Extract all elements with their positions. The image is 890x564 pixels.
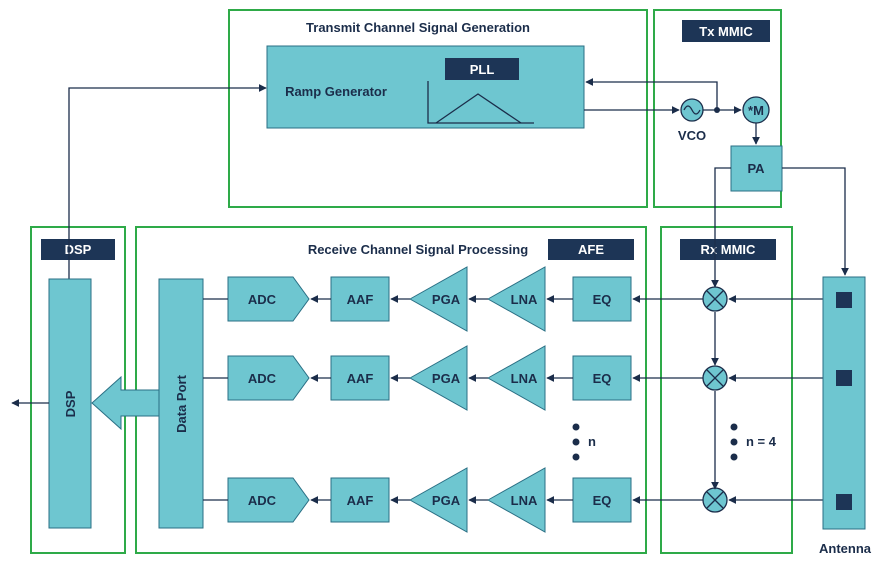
rx-mmic-frame [660, 226, 793, 554]
ramp-waveform-icon [427, 81, 534, 124]
mixers-n-label: n = 4 [746, 434, 777, 449]
receive-group-frame [135, 226, 647, 554]
transmit-group-frame [228, 9, 648, 208]
transmit-group-title: Transmit Channel Signal Generation [306, 20, 530, 35]
rx-mmic-label: Rx MMIC [701, 242, 757, 257]
lna-label: LNA [511, 292, 538, 307]
eq-label: EQ [593, 493, 612, 508]
ramp-triangle-icon [435, 93, 522, 124]
pa-label: PA [747, 161, 765, 176]
sine-wave-icon [683, 105, 701, 115]
pa-block [730, 145, 783, 192]
antenna-element-icon [836, 370, 852, 386]
channels-dot [572, 453, 580, 461]
dsp-block-label: DSP [63, 390, 78, 417]
dsp-tag-label: DSP [65, 242, 92, 257]
pga-label: PGA [432, 292, 461, 307]
lna-amplifier [486, 467, 546, 533]
adc-block [227, 477, 310, 523]
lna-label: LNA [511, 371, 538, 386]
tx-mmic-label: Tx MMIC [699, 24, 753, 39]
mixer-cross-icon [706, 290, 724, 308]
data-port-bus-arrow [91, 375, 160, 431]
pga-amplifier [408, 266, 468, 332]
mixer-cross-icon [706, 491, 724, 509]
afe-tag-label: AFE [578, 242, 604, 257]
pga-amplifier [408, 467, 468, 533]
aaf-block [330, 276, 390, 322]
lna-amplifier [486, 266, 546, 332]
adc-label: ADC [248, 493, 277, 508]
antenna-element-icon [836, 494, 852, 510]
pga-label: PGA [432, 371, 461, 386]
receive-group-title: Receive Channel Signal Processing [308, 242, 528, 257]
mixers-dot [730, 423, 738, 431]
rx-mmic-tag [680, 239, 776, 260]
antenna-array-block [822, 276, 866, 530]
dsp-tag [41, 239, 115, 260]
aaf-label: AAF [347, 371, 374, 386]
adc-label: ADC [248, 371, 277, 386]
pll-feedback-line [585, 78, 718, 110]
tx-mmic-tag [682, 20, 770, 42]
vco-label: VCO [678, 128, 706, 143]
multiplier-label: *M [748, 103, 764, 118]
eq-block [572, 477, 632, 523]
data-port-block [158, 278, 204, 529]
pll-label: PLL [470, 62, 495, 77]
adc-label: ADC [248, 292, 277, 307]
ramp-generator-block [266, 45, 585, 129]
pga-label: PGA [432, 493, 461, 508]
adc-block [227, 355, 310, 401]
ramp-generator-label: Ramp Generator [285, 84, 387, 99]
channels-n-label: n [588, 434, 596, 449]
mixers-dot [730, 438, 738, 446]
pa-to-antenna-line [782, 167, 849, 276]
eq-label: EQ [593, 292, 612, 307]
eq-label: EQ [593, 371, 612, 386]
lna-label: LNA [511, 493, 538, 508]
adc-block [227, 276, 310, 322]
mixer-cross-icon [706, 369, 724, 387]
lo-to-mixers-line [711, 167, 731, 288]
afe-tag [548, 239, 634, 260]
channels-dot [572, 438, 580, 446]
channels-dot [572, 423, 580, 431]
tx-mmic-frame [653, 9, 782, 208]
pll-tag [445, 58, 519, 80]
antenna-label: Antenna [819, 541, 872, 556]
aaf-block [330, 355, 390, 401]
lna-amplifier [486, 345, 546, 411]
antenna-element-icon [836, 292, 852, 308]
data-port-label: Data Port [174, 374, 189, 432]
aaf-label: AAF [347, 493, 374, 508]
mixers-dot [730, 453, 738, 461]
dsp-to-ramp-line [68, 84, 267, 279]
aaf-block [330, 477, 390, 523]
aaf-label: AAF [347, 292, 374, 307]
pga-amplifier [408, 345, 468, 411]
